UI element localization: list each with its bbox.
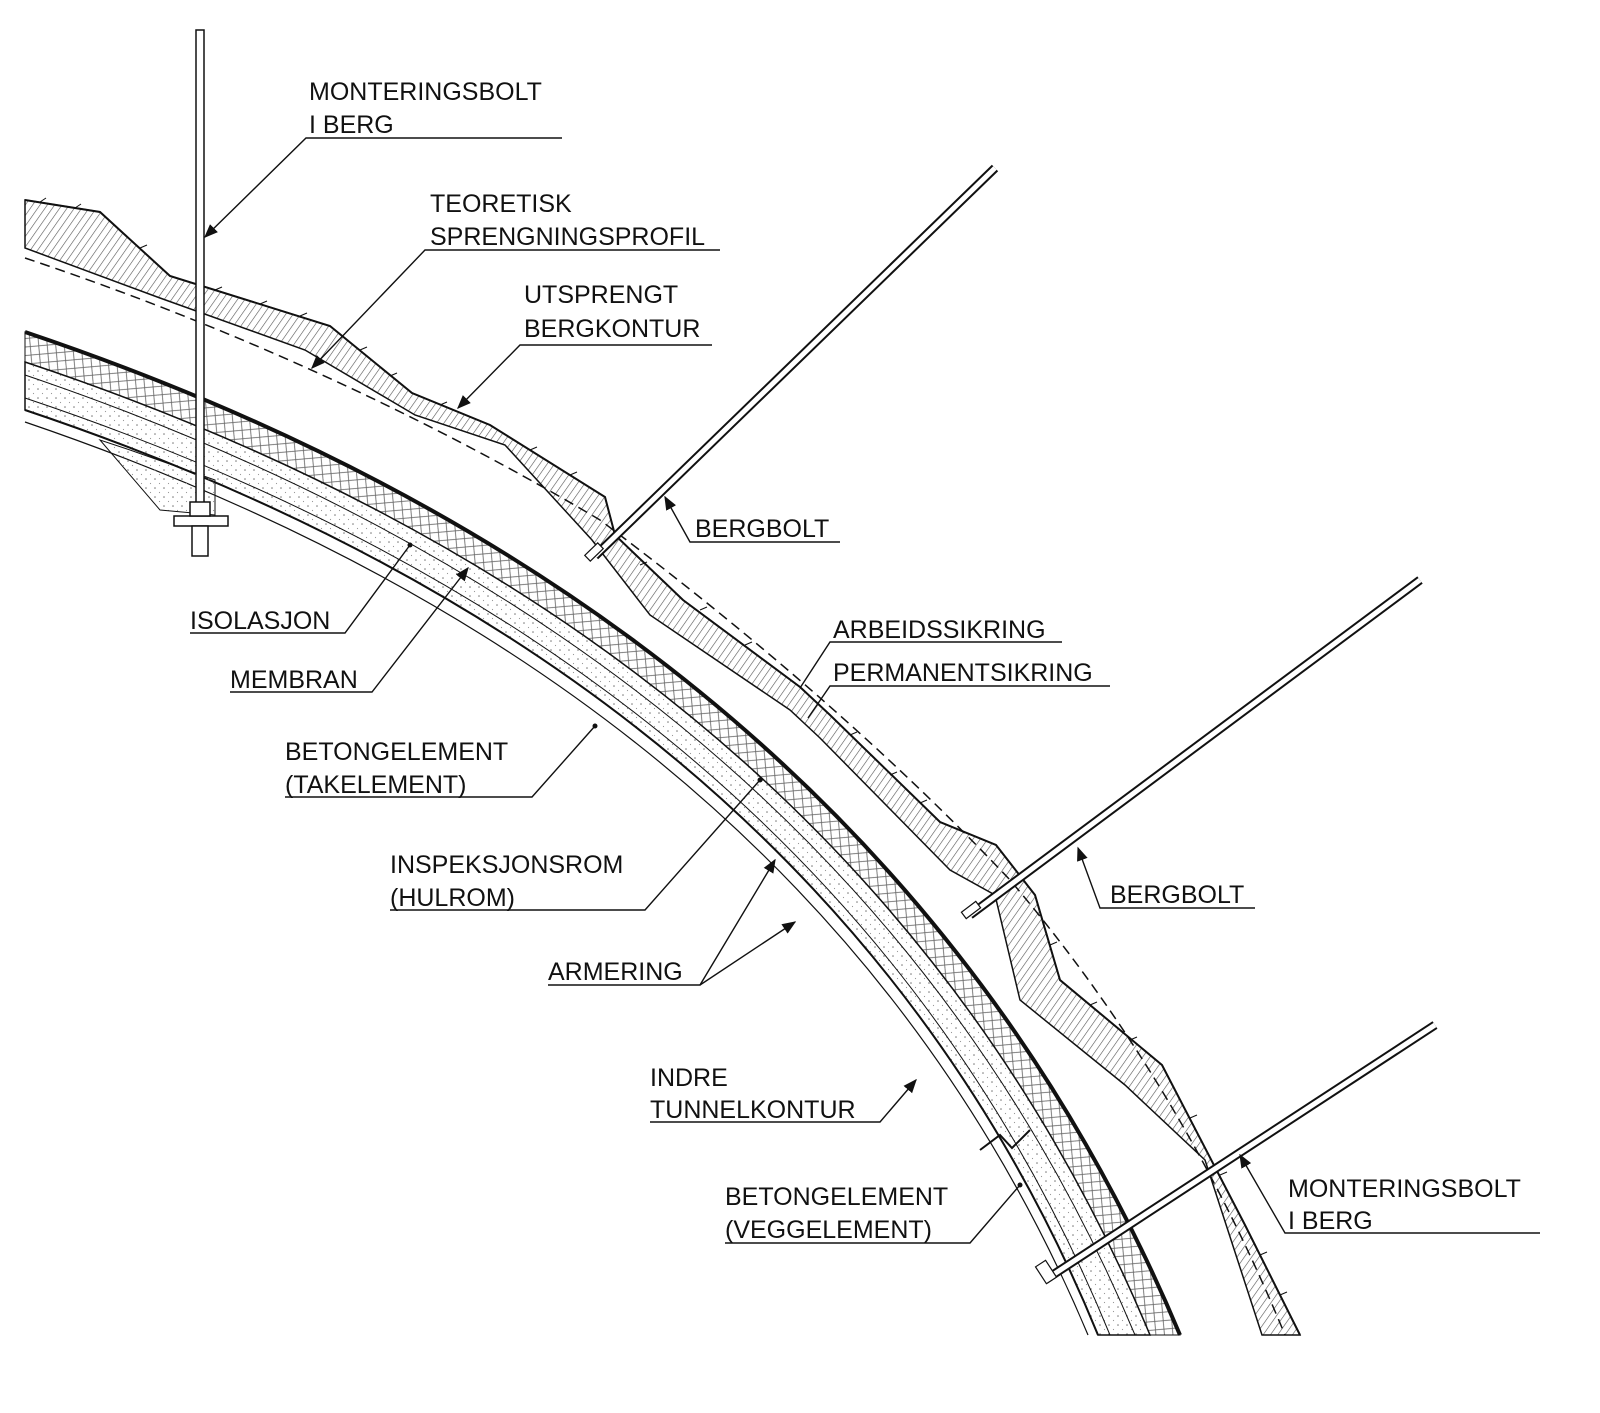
label-betong-vegg-line2: (VEGGELEMENT) — [725, 1216, 932, 1244]
label-membran: MEMBRAN — [230, 666, 358, 694]
outer-membrane-line — [24, 330, 1182, 1336]
rock-bolt-1 — [583, 164, 999, 562]
label-betong-tak-line2: (TAKELEMENT) — [285, 771, 467, 799]
theoretical-blast-profile — [24, 257, 1286, 1336]
inner-tunnel-contour — [24, 409, 1099, 1336]
leader-inspeksjon — [390, 779, 761, 911]
rock-bolt-2 — [960, 576, 1423, 920]
leader-bergbolt-1 — [664, 495, 840, 543]
leader-membran — [230, 566, 469, 693]
leader-indre — [650, 1078, 917, 1123]
label-armering: ARMERING — [548, 958, 683, 986]
label-teoretisk-line1: TEORETISK — [430, 190, 572, 218]
label-bergbolt-2: BERGBOLT — [1110, 881, 1244, 909]
label-bergbolt-1: BERGBOLT — [695, 515, 829, 543]
rock-ticks — [39, 197, 1288, 1296]
label-permanentsikring: PERMANENTSIKRING — [833, 659, 1093, 687]
label-teoretisk-line2: SPRENGNINGSPROFIL — [430, 223, 705, 251]
leader-betong-vegg — [725, 1184, 1021, 1244]
labels: MONTERINGSBOLT I BERG TEORETISK SPRENGNI… — [190, 78, 1521, 1244]
label-monteringsbolt-top-line2: I BERG — [309, 111, 394, 139]
reinforcement-line — [24, 374, 1136, 1336]
label-monteringsbolt-top-line1: MONTERINGSBOLT — [309, 78, 542, 106]
leader-arbeidssikring — [799, 641, 1062, 689]
leader-armering-b — [699, 921, 797, 986]
leader-isolasjon — [190, 544, 411, 634]
corbel — [98, 438, 216, 516]
leader-lines — [190, 137, 1540, 1244]
label-isolasjon: ISOLASJON — [190, 607, 330, 635]
label-indre-line1: INDRE — [650, 1064, 728, 1092]
inner-contour-offset — [24, 421, 1089, 1336]
element-joint — [979, 1129, 1031, 1151]
leader-monteringsbolt-top — [204, 137, 562, 238]
label-monteringsbolt-bot-line1: MONTERINGSBOLT — [1288, 1175, 1521, 1203]
label-utsprengt-line2: BERGKONTUR — [524, 315, 700, 343]
mounting-bolt-bottom — [1034, 1021, 1438, 1285]
label-utsprengt-line1: UTSPRENGT — [524, 281, 678, 309]
label-inspeksjon-line2: (HULROM) — [390, 884, 515, 912]
leader-bergbolt-2 — [1077, 846, 1255, 909]
label-betong-tak-line1: BETONGELEMENT — [285, 738, 508, 766]
leader-dots — [407, 542, 1023, 1188]
rock-contour — [24, 197, 1302, 1336]
label-indre-line2: TUNNELKONTUR — [650, 1096, 856, 1124]
leader-betong-tak — [285, 725, 596, 798]
leader-monteringsbolt-bot — [1239, 1153, 1540, 1234]
concrete-lining — [24, 330, 1182, 1336]
mounting-bolt-top — [173, 29, 229, 557]
shotcrete-layer — [24, 199, 1302, 1336]
leader-utsprengt — [457, 344, 712, 409]
label-inspeksjon-line1: INSPEKSJONSROM — [390, 851, 623, 879]
label-monteringsbolt-bot-line2: I BERG — [1288, 1207, 1373, 1235]
label-betong-vegg-line1: BETONGELEMENT — [725, 1183, 948, 1211]
leader-teoretisk — [311, 249, 720, 370]
leader-permanentsikring — [807, 685, 1110, 719]
excavated-rock-line — [24, 199, 1301, 1336]
label-arbeidssikring: ARBEIDSSIKRING — [833, 616, 1046, 644]
